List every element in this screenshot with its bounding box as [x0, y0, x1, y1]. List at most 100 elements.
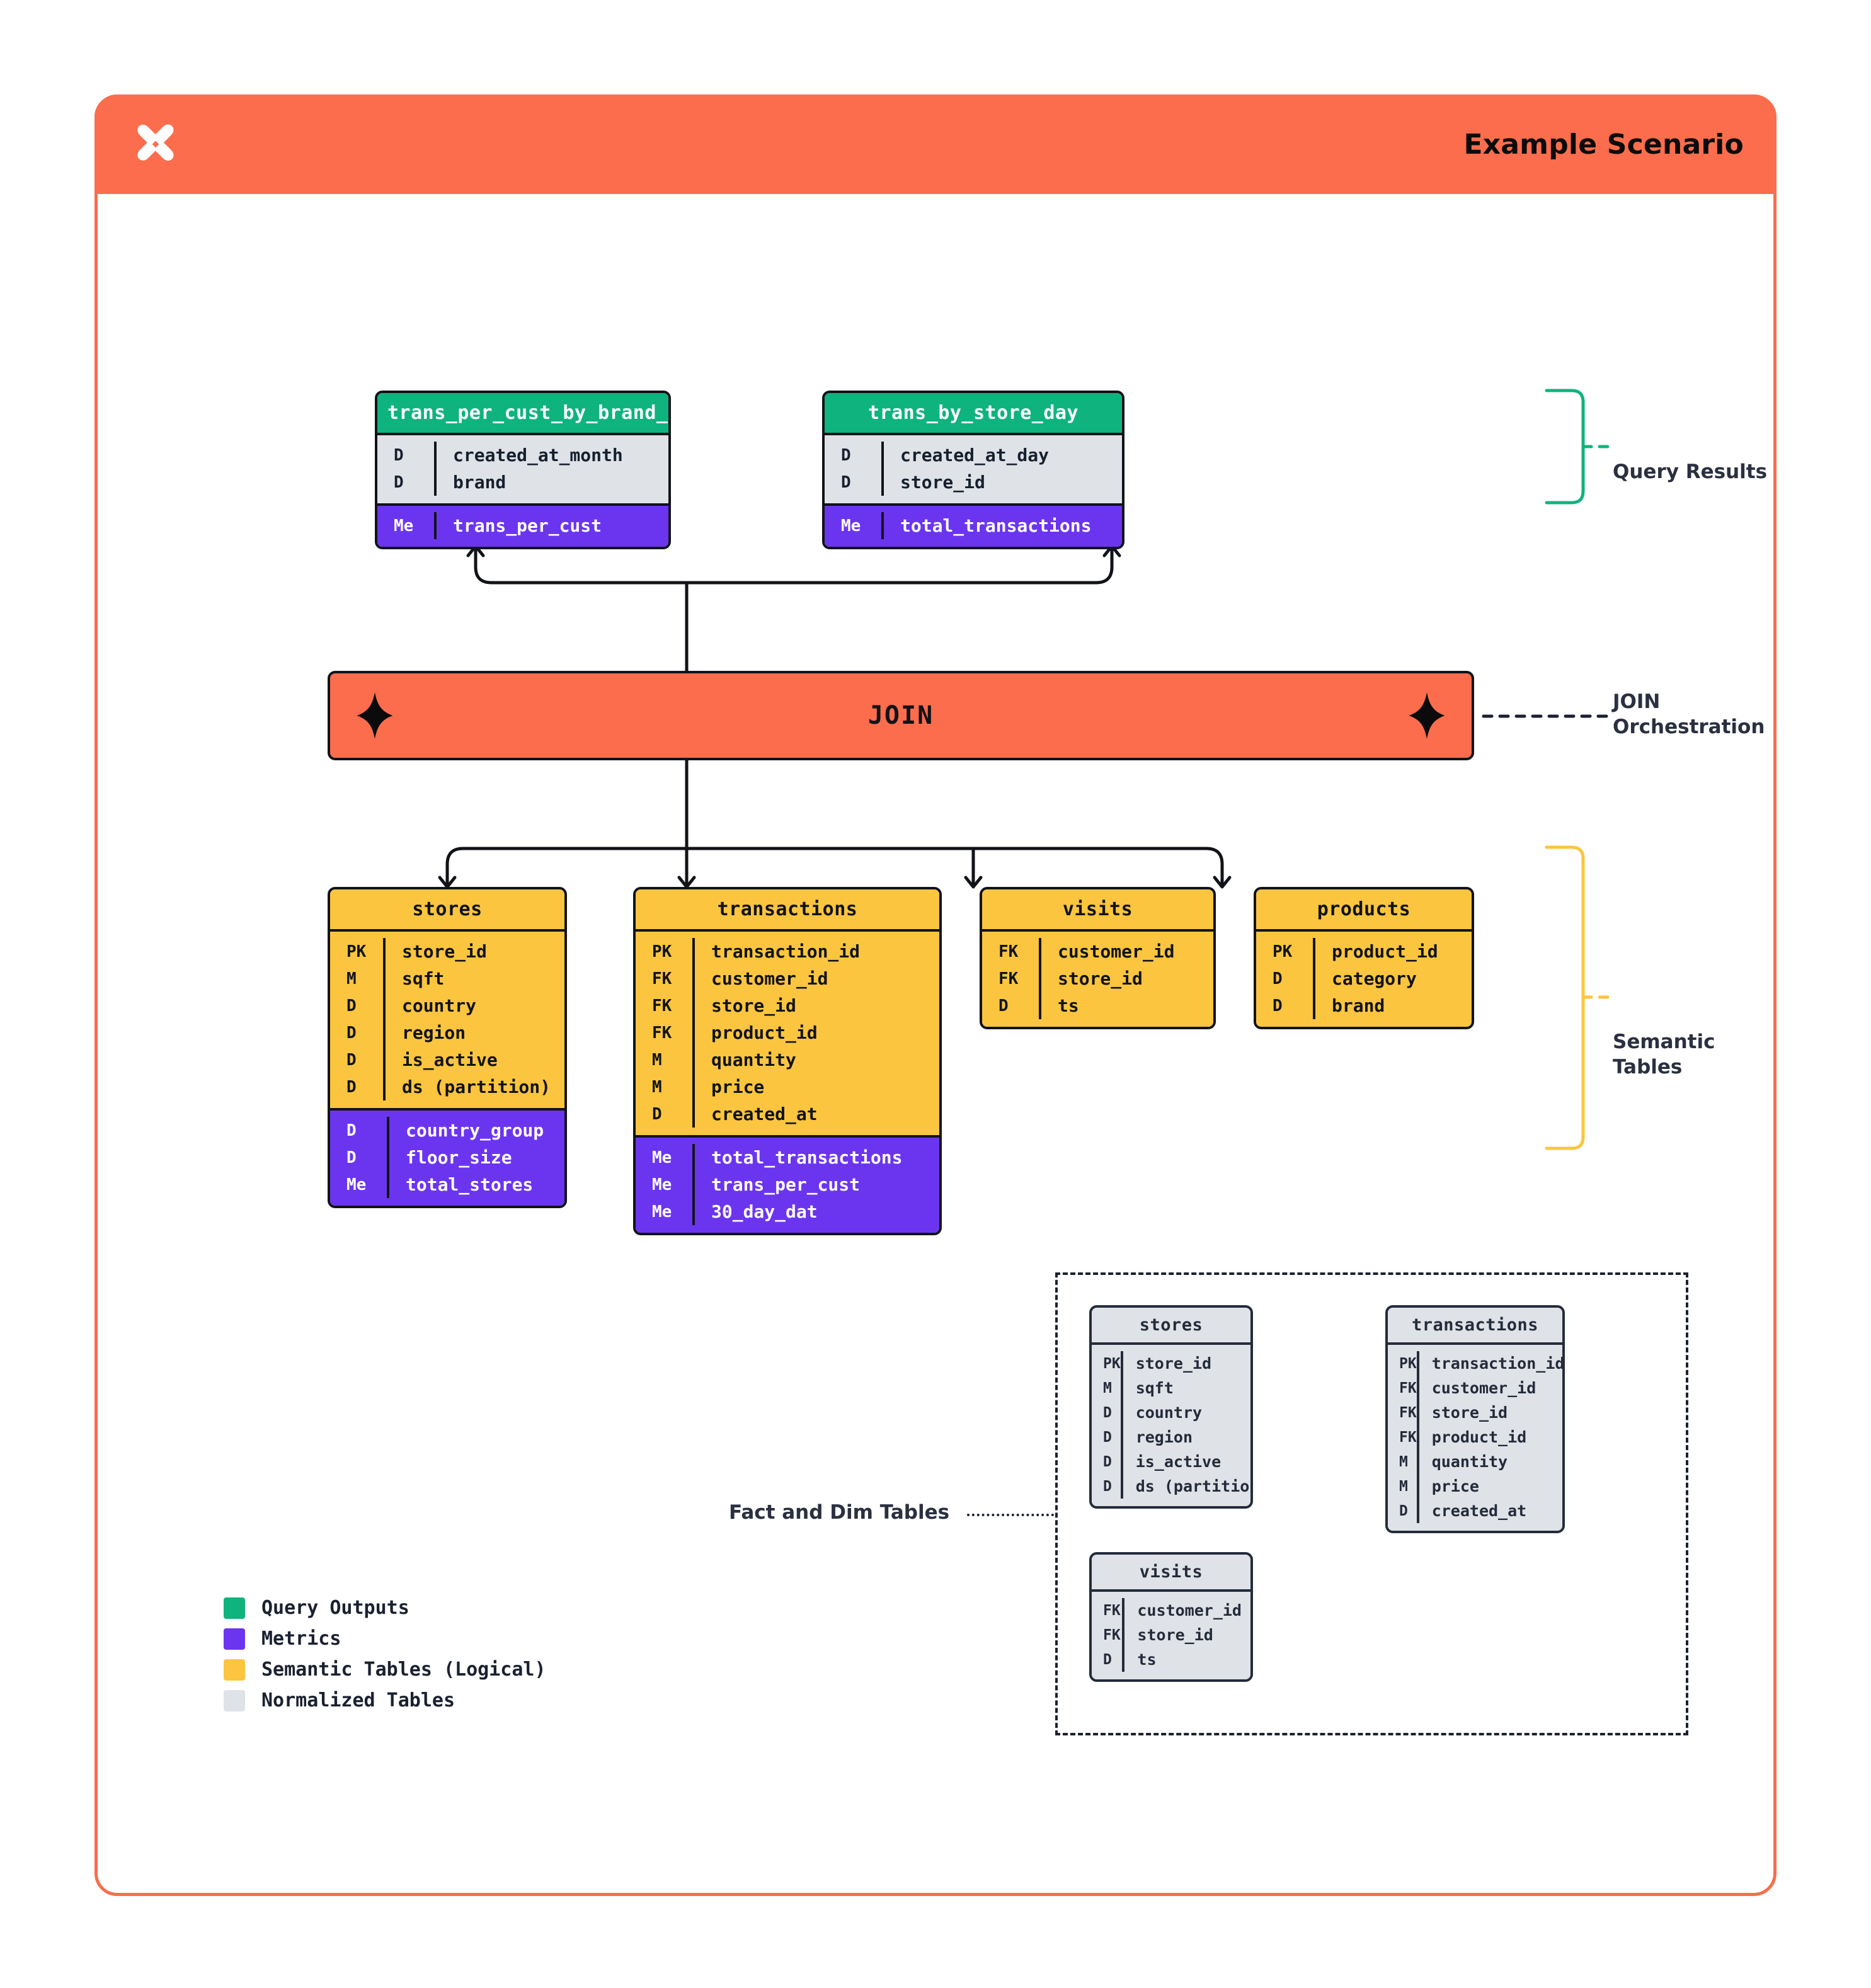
dimension-group: D created_at_month D brand	[377, 435, 668, 503]
legend-label: Normalized Tables	[261, 1689, 455, 1711]
column-tag: D	[330, 1073, 386, 1100]
annotation-query-results: Query Results	[1613, 460, 1768, 483]
column-tag: D	[1256, 965, 1315, 992]
column-tag: PK	[636, 938, 695, 965]
column-name: floor_size	[406, 1147, 512, 1168]
column-tag: D	[330, 1144, 389, 1171]
column-tag: M	[1388, 1449, 1419, 1474]
table-title: stores	[330, 889, 564, 932]
annotation-semantic-tables: Semantic Tables	[1613, 1030, 1715, 1080]
table-row: D created_at_day	[825, 442, 1122, 469]
column-tag: D	[377, 442, 437, 469]
column-tag: D	[330, 1046, 386, 1073]
table-row: Me total_stores	[330, 1171, 564, 1198]
dimension-group: D created_at_day D store_id	[825, 435, 1122, 503]
column-name: product_id	[711, 1022, 818, 1043]
column-name: region	[401, 1022, 466, 1043]
column-name: customer_id	[1431, 1379, 1536, 1397]
column-tag: M	[330, 965, 386, 992]
column-name: country	[1135, 1403, 1203, 1422]
column-name: store_id	[1135, 1354, 1212, 1373]
metric-group: Me trans_per_cust	[377, 503, 668, 547]
column-tag: Me	[636, 1171, 695, 1198]
column-name: product_id	[1431, 1428, 1527, 1446]
column-tag: M	[1092, 1376, 1123, 1400]
table-title: trans_per_cust_by_brand_month	[377, 393, 668, 435]
column-tag: D	[377, 469, 437, 496]
column-tag: D	[1092, 1425, 1123, 1449]
legend-item: Semantic Tables (Logical)	[224, 1659, 546, 1681]
column-name: customer_id	[711, 968, 828, 989]
column-tag: D	[330, 992, 386, 1019]
column-tag: FK	[1092, 1623, 1125, 1647]
column-name: ts	[1137, 1650, 1157, 1669]
query-result-table-1[interactable]: trans_by_store_day D created_at_day D st…	[822, 391, 1124, 549]
column-tag: D	[825, 469, 884, 496]
column-tag: D	[982, 992, 1041, 1019]
column-name: total_transactions	[900, 515, 1092, 536]
table-row: Me trans_per_cust	[377, 512, 668, 539]
column-name: price	[711, 1077, 765, 1097]
column-name: total_transactions	[711, 1147, 903, 1168]
column-name: price	[1431, 1477, 1479, 1495]
column-tag: M	[636, 1073, 695, 1100]
column-tag: FK	[982, 965, 1041, 992]
column-name: brand	[1332, 995, 1385, 1016]
column-tag: Me	[636, 1198, 695, 1225]
column-tag: PK	[330, 938, 386, 965]
column-tag: Me	[377, 512, 437, 539]
column-name: country	[401, 995, 476, 1016]
metric-group: Me total_transactions	[825, 503, 1122, 547]
table-row: D brand	[377, 469, 668, 496]
column-name: ds (partition)	[401, 1077, 551, 1097]
column-name: is_active	[401, 1049, 498, 1070]
column-tag: D	[1092, 1474, 1123, 1499]
table-row: Dds (partition)	[1092, 1474, 1250, 1499]
column-tag: D	[636, 1100, 695, 1128]
column-name: brand	[453, 472, 506, 493]
column-name: quantity	[711, 1049, 796, 1070]
column-name: total_stores	[406, 1174, 534, 1195]
column-tag: D	[1256, 992, 1315, 1019]
column-tag: FK	[1092, 1598, 1125, 1623]
query-result-table-0[interactable]: trans_per_cust_by_brand_month D created_…	[375, 391, 671, 549]
column-tag: FK	[1388, 1400, 1419, 1425]
annotation-line-2: Tables	[1613, 1055, 1683, 1078]
column-tag: Me	[330, 1171, 389, 1198]
column-tag: FK	[1388, 1376, 1419, 1400]
join-orchestration-bar[interactable]: JOIN	[328, 671, 1474, 760]
legend-swatch-query-outputs	[224, 1597, 245, 1619]
